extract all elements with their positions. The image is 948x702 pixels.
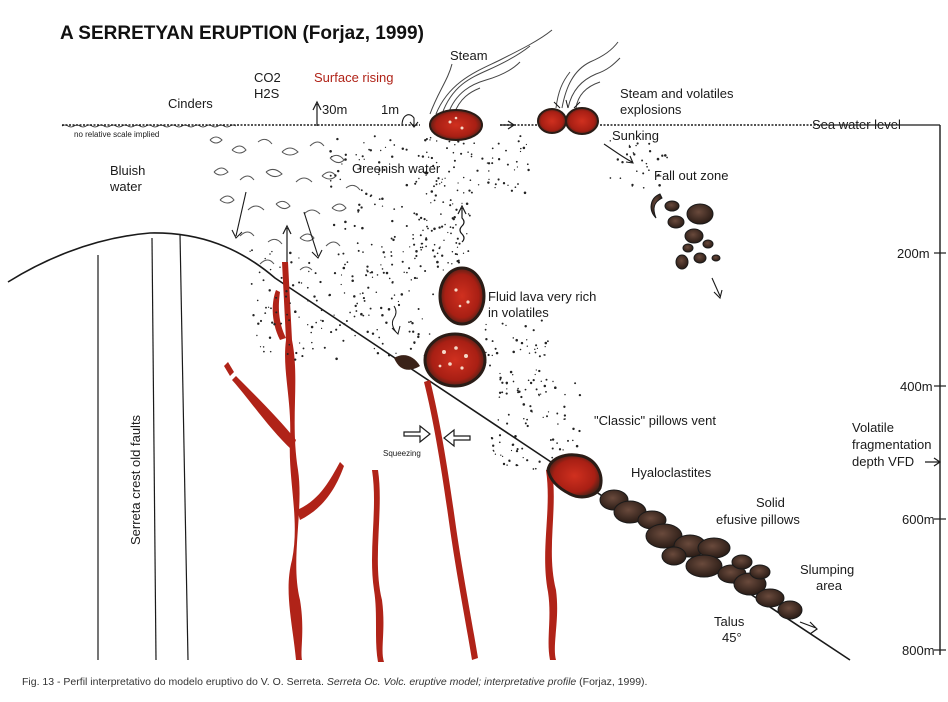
vfd-label-2: fragmentation: [852, 437, 932, 452]
fall-out-zone-label: Fall out zone: [654, 168, 728, 183]
talus-label-1: Talus: [714, 614, 745, 629]
exploding-lava-1: [538, 109, 566, 133]
vent-lava-blob: [425, 334, 485, 386]
depth-label-600: 600m: [902, 512, 935, 527]
thirty-m-arrow: [313, 102, 321, 126]
caption-suffix: (Forjaz, 1999).: [576, 676, 647, 688]
figure-caption: Fig. 13 - Perfil interpretativo do model…: [22, 676, 932, 688]
talus-label-2: 45°: [722, 630, 742, 645]
lava-arrow-right: [500, 121, 514, 129]
steam-label: Steam: [450, 48, 488, 63]
solid-label-1: Solid: [756, 495, 785, 510]
slumping-label-2: area: [816, 578, 843, 593]
dyke-1-branch-a: [232, 376, 296, 450]
no-scale-note: no relative scale implied: [74, 130, 159, 139]
sea-level-wave: [62, 125, 236, 127]
exploding-lava-2: [566, 108, 598, 134]
steam-explosions-label-1: Steam and volatiles: [620, 86, 734, 101]
fluid-lava-label-1: Fluid lava very rich: [488, 289, 596, 304]
hyaloclastites-label: Hyaloclastites: [631, 465, 712, 480]
column-arrow-left: [232, 192, 246, 238]
surface-rising-label: Surface rising: [314, 70, 393, 85]
one-m-label: 1m: [381, 102, 399, 117]
steam-explosions-label-2: explosions: [620, 102, 682, 117]
depth-label-800: 800m: [902, 643, 935, 658]
dyke-4: [545, 470, 557, 660]
steam-plume: [430, 30, 620, 114]
classic-pillows-label: "Classic" pillows vent: [594, 413, 716, 428]
fall-out-arrow: [712, 278, 722, 298]
dyke-3: [424, 380, 478, 660]
vfd-arrow: [925, 458, 940, 466]
dyke-1-branch-b: [297, 462, 344, 520]
diagram-title: A SERRETYAN ERUPTION (Forjaz, 1999): [60, 23, 424, 44]
h2s-label: H2S: [254, 86, 280, 101]
fluid-lava-label-2: in volatiles: [488, 305, 549, 320]
greenish-water-label: Greenish water: [352, 161, 441, 176]
classic-pillow-vent: [548, 455, 601, 497]
squeezing-label: Squeezing: [383, 449, 421, 458]
dyke-2: [372, 470, 384, 662]
caption-prefix: Fig. 13 - Perfil interpretativo do model…: [22, 676, 327, 688]
column-arrow-1: [283, 226, 291, 262]
dyke-1: [282, 262, 302, 660]
depth-label-400: 400m: [900, 379, 933, 394]
vfd-label-1: Volatile: [852, 420, 894, 435]
faults-label: Serreta crest old faults: [128, 414, 143, 545]
surface-lava-bomb: [430, 110, 482, 140]
small-lava-tongue: [394, 355, 420, 370]
fault-line-2: [152, 238, 156, 660]
caption-italic: Serreta Oc. Volc. eruptive model; interp…: [327, 676, 576, 688]
fall-out-fragments: [651, 194, 720, 269]
depth-label-200: 200m: [897, 246, 930, 261]
slumping-label-1: Slumping: [800, 562, 854, 577]
fault-line-3: [180, 234, 188, 660]
dyke-small: [224, 362, 234, 376]
squeezing-arrow-left: [404, 426, 430, 442]
sunking-label: Sunking: [612, 128, 659, 143]
fluid-lava-blob: [440, 268, 484, 324]
bluish-label-1: Bluish: [110, 163, 145, 178]
column-arrow-right: [304, 212, 322, 258]
wiggle-arrow: [458, 206, 466, 242]
vfd-label-3: depth VFD: [852, 454, 914, 469]
descent-arrow: [392, 306, 400, 334]
bluish-label-2: water: [109, 179, 142, 194]
co2-label: CO2: [254, 70, 281, 85]
solid-label-2: efusive pillows: [716, 512, 800, 527]
cinders-label: Cinders: [168, 96, 213, 111]
squeezing-arrow-right: [444, 430, 470, 446]
thirty-m-label: 30m: [322, 102, 347, 117]
sea-water-level-label: Sea water level: [812, 117, 901, 132]
